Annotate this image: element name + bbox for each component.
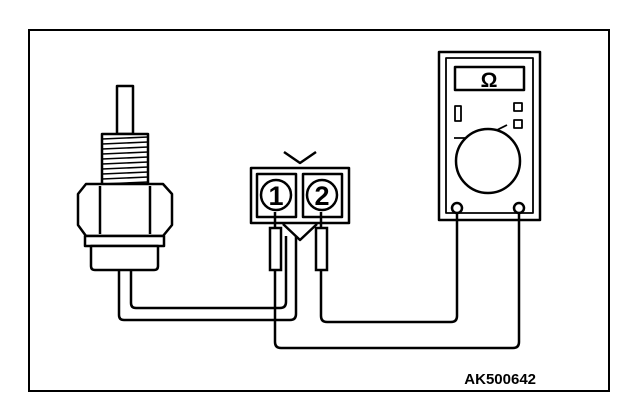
connector-pin-1: 1 <box>259 178 293 212</box>
sensor-harness <box>117 236 298 322</box>
meter-icon <box>437 50 542 222</box>
meter-display-symbol: Ω <box>481 69 498 92</box>
sensor-icon <box>76 84 174 272</box>
figure-id-label: AK500642 <box>464 371 536 388</box>
pin-2-label: 2 <box>314 181 329 211</box>
pin-1-label: 1 <box>268 181 283 211</box>
diagram-frame <box>28 29 610 392</box>
meter-leads <box>273 213 521 350</box>
connector-pin-2: 2 <box>305 178 339 212</box>
